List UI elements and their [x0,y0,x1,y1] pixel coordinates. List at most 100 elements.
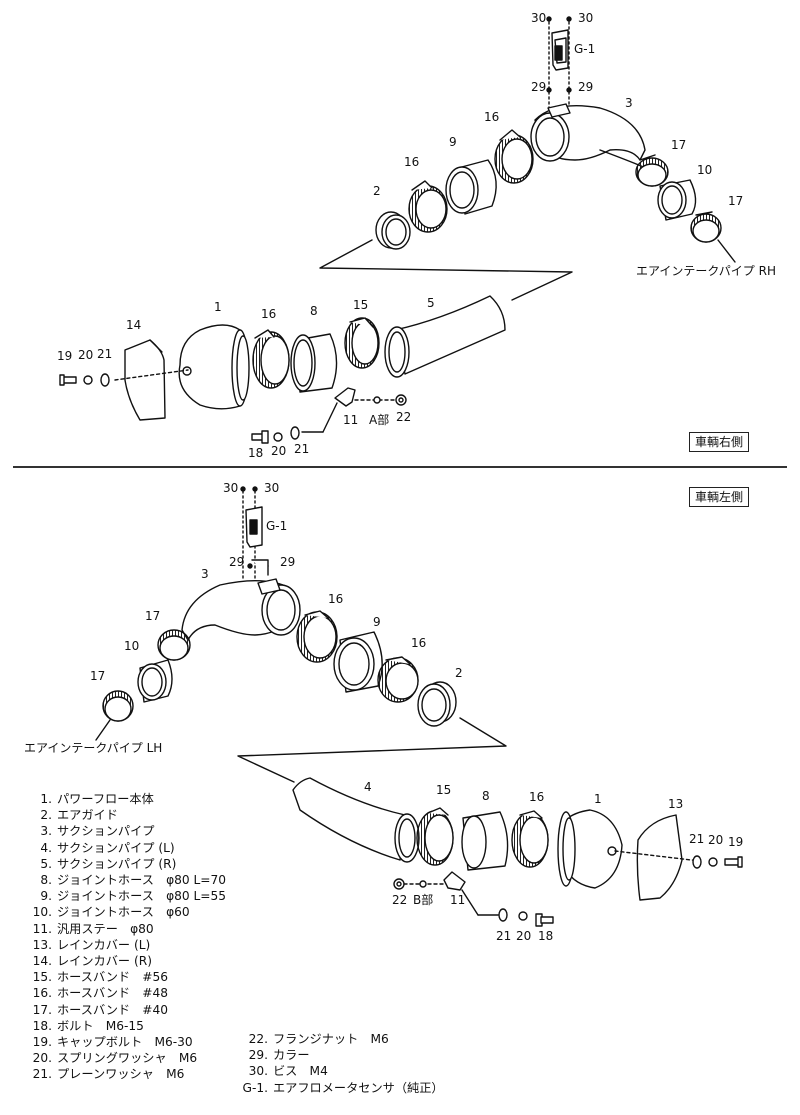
parts-list-item: 10.ジョイントホース φ60 [22,904,226,920]
top-joint-hose-8 [290,333,338,393]
bottom-rain-cover-13 [636,814,683,901]
parts-list-item: 20.スプリングワッシャ M6 [22,1050,226,1066]
parts-list-number: G-1. [242,1080,268,1095]
top-label-joint-10: 10 [697,163,713,177]
bottom-label-screw-r: 30 [264,481,280,495]
top-label-band-15: 15 [353,298,369,312]
top-pipe-label: エアインテークパイプ RH [636,264,776,278]
parts-list-name: サクションパイプ [57,824,155,839]
parts-list-item: 15.ホースバンド #56 [22,969,226,985]
bottom-joint-hose-10 [137,659,173,703]
top-label-screw-l: 30 [531,11,547,25]
top-label-washer-20: 20 [78,348,94,362]
bottom-label-stay-11: 11 [450,893,466,907]
parts-list-item: 29.カラー [238,1047,444,1063]
top-hose-band-16b [408,180,448,233]
bottom-joint-hose-8 [461,811,509,871]
bottom-label-screw-l: 30 [223,481,239,495]
top-label-joint-8: 8 [310,304,318,318]
bottom-flange-nut-22 [393,878,405,890]
top-label-screw-r: 30 [578,11,594,25]
parts-list-number: 19. [32,1035,52,1050]
parts-list-item: 8.ジョイントホース φ80 L=70 [22,872,226,888]
parts-list-item: 3. サクションパイプ [22,823,226,839]
parts-list-number: 9. [40,889,52,904]
parts-list-name: エアガイド [57,808,118,823]
parts-list-name: キャップボルト M6-30 [57,1035,193,1050]
bottom-label-cover-13: 13 [668,797,684,811]
parts-list-name: プレーンワッシャ M6 [57,1067,185,1082]
top-label-stay-11: 11 [343,413,359,427]
parts-list-number: 18. [32,1018,52,1033]
top-maf-sensor [546,16,572,111]
parts-list-name: サクションパイプ (L) [57,840,175,855]
top-label-collar-l: 29 [531,80,547,94]
bottom-joint-hose-9 [333,631,383,693]
parts-list-number: 14. [32,954,52,969]
top-hose-band-15 [344,317,380,369]
parts-list-name: ホースバンド #48 [57,986,169,1001]
bottom-label-nut-22: 22 [392,893,408,907]
bottom-label-band-17b: 17 [90,669,106,683]
parts-list-item: 9. ジョイントホース φ80 L=55 [22,888,226,904]
parts-list-name: ジョイントホース φ80 L=55 [57,889,227,904]
parts-list-name: レインカバー (L) [57,937,151,952]
parts-list-number: 17. [32,1002,52,1017]
top-suction-pipe-3 [530,103,651,171]
parts-list-number: 1. [40,792,52,806]
bottom-cap-bolt-19 [724,856,743,868]
top-detail-label: A部 [369,413,390,427]
parts-list-item: 2. エアガイド [22,807,226,823]
parts-list-name: パワーフロー本体 [57,792,154,806]
parts-list-name: ジョイントホース φ60 [57,905,190,920]
parts-list-name: ボルト M6-15 [57,1018,144,1033]
top-air-guide-2 [375,211,411,250]
top-label-band-16a: 16 [484,110,500,124]
bottom-power-flow-filter-1 [557,809,623,889]
parts-list-item: 18. ボルト M6-15 [22,1018,226,1034]
parts-list-item: 22.フランジナット M6 [238,1031,444,1047]
top-label-joint-9: 9 [449,135,457,149]
parts-list-name: スプリングワッシャ M6 [57,1051,198,1066]
bottom-label-band-16a: 16 [328,592,344,606]
parts-list-item: 17.ホースバンド #40 [22,1002,226,1018]
top-label-cover-14: 14 [126,318,142,332]
bottom-label-joint-9: 9 [373,615,381,629]
top-stay-11 [334,387,356,407]
parts-list-number: 13. [32,937,52,952]
parts-list-number: 22. [248,1032,268,1046]
bottom-plain-washer-21b [498,908,508,922]
parts-list-item: 13. レインカバー (L) [22,937,226,953]
bottom-hose-band-16b [377,656,419,703]
bottom-label-washer-20b: 20 [516,929,532,943]
bottom-hose-band-16c [511,810,549,868]
top-label-collar-r: 29 [578,80,594,94]
parts-list-number: 15. [32,970,52,985]
parts-list-item: 11.汎用ステー φ80 [22,921,226,937]
parts-list-item: 14.レインカバー (R) [22,953,226,969]
bottom-hose-band-15 [416,807,454,866]
parts-list-number: 5. [40,856,52,871]
top-flange-nut-22 [395,394,407,406]
top-label-washer-21: 21 [97,347,113,361]
top-label-nut-22: 22 [396,410,412,424]
top-label-band-17b: 17 [728,194,744,208]
parts-list-number: 29. [248,1048,268,1063]
top-label-suction-3: 3 [625,96,633,110]
parts-list-number: 3. [40,824,52,839]
parts-list-item: 16. ホースバンド #48 [22,985,226,1001]
parts-list-number: 16. [32,986,52,1001]
parts-list-number: 8. [40,873,52,888]
parts-list-number: 21. [32,1067,52,1082]
bottom-bolt-18 [535,913,554,927]
bottom-spring-washer-20 [708,857,718,867]
top-label-washer-20b: 20 [271,444,287,458]
top-label-washer-21b: 21 [294,442,310,456]
bottom-side-label: 車輌左側 [689,487,750,507]
top-assembly-leader [319,239,573,301]
bottom-hose-band-16a [296,610,338,663]
bottom-label-filter-1: 1 [594,792,602,806]
parts-list-number: 2. [40,808,52,823]
bottom-suction-pipe-3 [181,578,301,641]
